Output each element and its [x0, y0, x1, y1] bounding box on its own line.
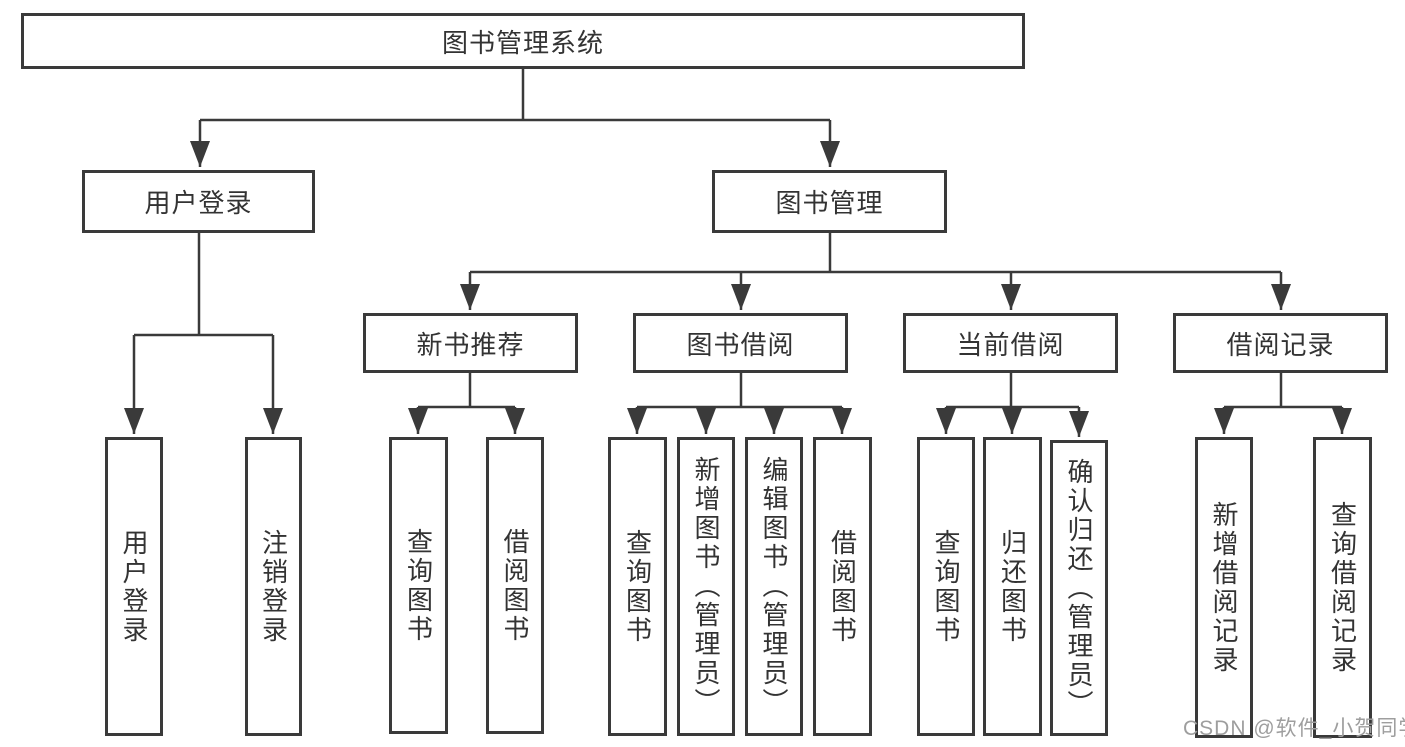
node-leaf-return-books: 归还图书	[983, 437, 1042, 736]
node-leaf-query-books-2: 查询图书	[608, 437, 667, 736]
node-leaf-edit-books-admin: 编辑图书（管理员）	[745, 437, 803, 736]
node-leaf-user-login: 用户登录	[105, 437, 163, 736]
node-new-book-recommend: 新书推荐	[363, 313, 578, 373]
node-leaf-borrow-books-2: 借阅图书	[813, 437, 872, 736]
node-leaf-add-books-admin: 新增图书（管理员）	[677, 437, 735, 736]
node-leaf-add-borrow-record: 新增借阅记录	[1195, 437, 1253, 738]
node-borrow-records: 借阅记录	[1173, 313, 1388, 373]
connector-user-login	[124, 233, 283, 434]
node-leaf-query-books-1: 查询图书	[389, 437, 448, 734]
node-current-borrow: 当前借阅	[903, 313, 1118, 373]
connector-book-management	[460, 233, 1291, 310]
node-book-borrow: 图书借阅	[633, 313, 848, 373]
watermark: CSDN @软件_小贺同学	[1183, 717, 1405, 740]
node-user-login: 用户登录	[82, 170, 315, 233]
node-book-management: 图书管理	[712, 170, 947, 233]
node-leaf-borrow-books-1: 借阅图书	[486, 437, 544, 734]
node-leaf-query-books-3: 查询图书	[917, 437, 975, 736]
connector-current-borrow	[936, 373, 1089, 437]
node-leaf-query-borrow-record: 查询借阅记录	[1313, 437, 1372, 738]
node-root: 图书管理系统	[21, 13, 1025, 69]
connector-book-borrow	[627, 373, 852, 434]
connector-borrow-records	[1214, 373, 1352, 434]
connector-new-book-recommend	[408, 373, 525, 434]
node-leaf-logout: 注销登录	[245, 437, 302, 736]
node-leaf-confirm-return-admin: 确认归还（管理员）	[1050, 440, 1108, 736]
connector-root	[190, 69, 840, 167]
